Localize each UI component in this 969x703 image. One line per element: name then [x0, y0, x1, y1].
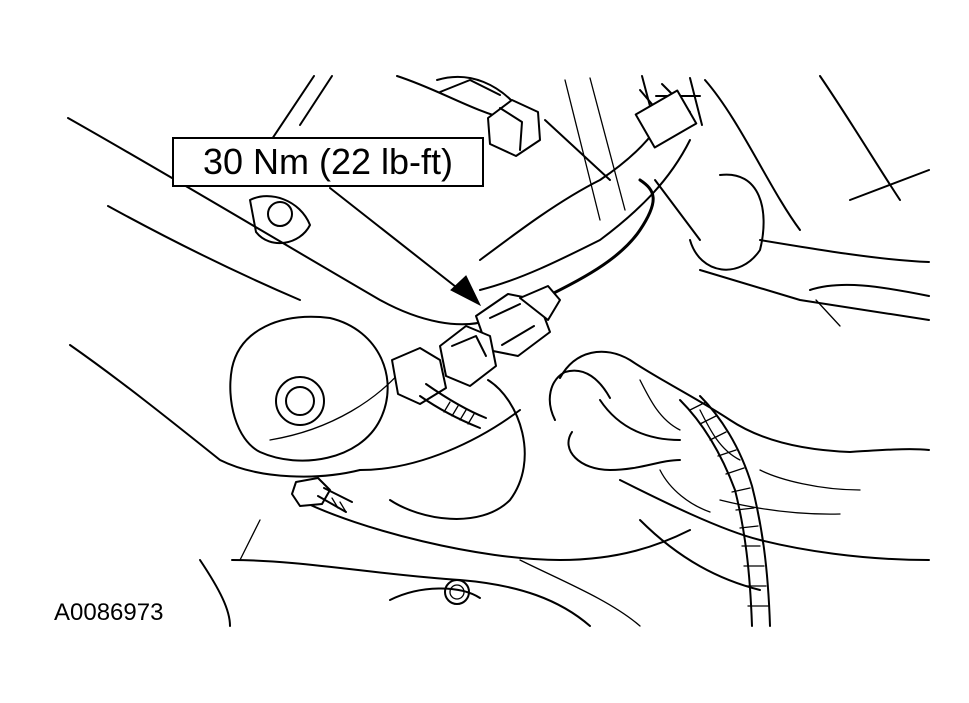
torque-callout: 30 Nm (22 lb-ft) — [172, 137, 484, 187]
lower-bolt — [291, 477, 353, 513]
brake-hose — [479, 83, 701, 302]
callout-leader — [329, 187, 482, 307]
wiring-harness — [679, 395, 771, 627]
technician-hand — [548, 350, 930, 591]
chassis-background — [257, 75, 930, 327]
steering-knuckle — [199, 379, 691, 627]
upper-bracket-bolt — [439, 79, 541, 157]
brake-line-fitting — [391, 285, 561, 429]
figure-id: A0086973 — [54, 598, 204, 628]
